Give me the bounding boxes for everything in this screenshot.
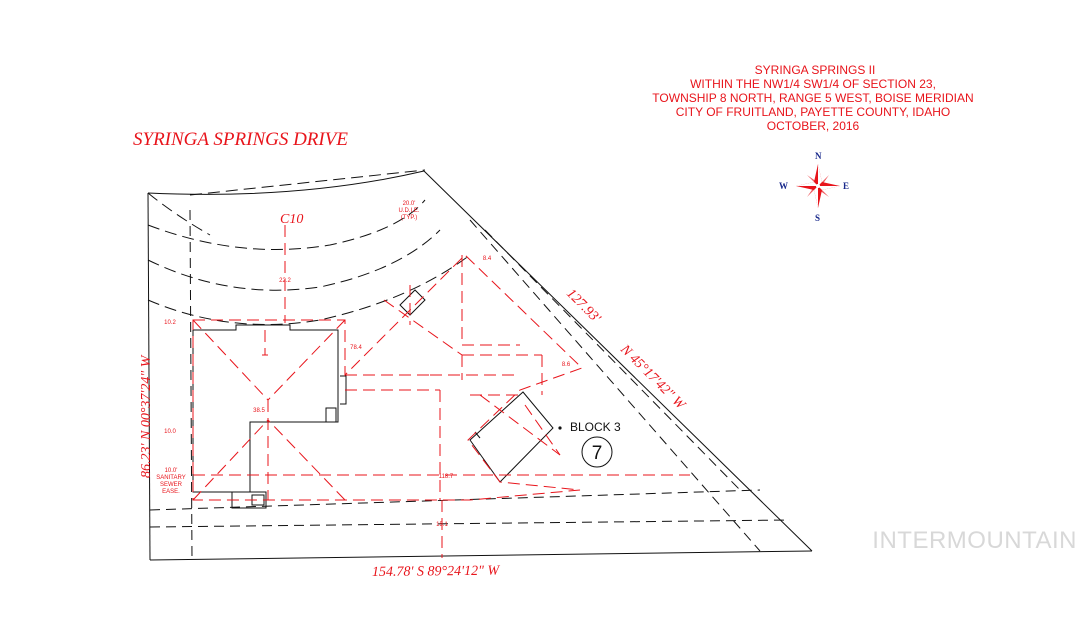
compass-e: E bbox=[843, 181, 849, 191]
udie-line-2: U.D.I.E. bbox=[398, 208, 419, 214]
compass-icon: N S E W bbox=[779, 151, 849, 223]
dim-118-7: 118.7 bbox=[439, 474, 454, 480]
curve-label: C10 bbox=[280, 212, 303, 227]
block-lot-marker: BLOCK 3 7 bbox=[558, 420, 621, 468]
title-line-1: SYRINGA SPRINGS II bbox=[755, 63, 876, 77]
udie-line-3: (TYP.) bbox=[401, 215, 418, 221]
title-line-2: WITHIN THE NW1/4 SW1/4 OF SECTION 23, bbox=[690, 77, 936, 91]
title-block: SYRINGA SPRINGS II WITHIN THE NW1/4 SW1/… bbox=[652, 63, 973, 133]
lot-number: 7 bbox=[592, 443, 603, 464]
title-line-5: OCTOBER, 2016 bbox=[767, 119, 860, 133]
sewer-line-3: SEWER bbox=[160, 482, 183, 488]
sewer-line-2: SANITARY bbox=[156, 475, 185, 481]
sewer-line-4: EASE. bbox=[162, 489, 180, 495]
northeast-distance: 127.93' bbox=[563, 286, 604, 327]
dim-8-4: 8.4 bbox=[483, 256, 492, 262]
title-line-4: CITY OF FRUITLAND, PAYETTE COUNTY, IDAHO bbox=[676, 105, 950, 119]
setback-lines bbox=[149, 209, 791, 561]
block-label: BLOCK 3 bbox=[570, 420, 621, 434]
south-bearing: 154.78' S 89°24'12" W bbox=[372, 564, 501, 580]
dim-22-2: 22.2 bbox=[279, 278, 291, 284]
northeast-bearing: N 45°17'42" W bbox=[616, 342, 688, 414]
udie-note: 20.0' U.D.I.E. (TYP.) bbox=[398, 201, 419, 221]
udie-line-1: 20.0' bbox=[403, 201, 416, 207]
west-bearing: 86.23' N 00°37'24" W bbox=[139, 354, 154, 478]
compass-n: N bbox=[815, 151, 822, 161]
lot-boundary bbox=[147, 170, 813, 561]
dim-8-6: 8.6 bbox=[562, 362, 571, 368]
dim-38-5: 38.5 bbox=[253, 408, 265, 414]
sewer-line-1: 10.0' bbox=[165, 468, 178, 474]
dimension-labels: 22.2 8.4 10.2 78.4 8.6 38.5 10.0 118.7 1… bbox=[164, 256, 571, 528]
dim-15-1: 15.1 bbox=[436, 522, 448, 528]
right-of-way-lines bbox=[147, 169, 471, 325]
street-name: SYRINGA SPRINGS DRIVE bbox=[133, 129, 348, 150]
compass-w: W bbox=[779, 181, 788, 191]
roof-lines bbox=[192, 225, 690, 558]
dim-10-2: 10.2 bbox=[164, 320, 176, 326]
monument-marker bbox=[558, 426, 562, 430]
watermark: INTERMOUNTAIN bbox=[872, 527, 1077, 554]
title-line-3: TOWNSHIP 8 NORTH, RANGE 5 WEST, BOISE ME… bbox=[652, 91, 973, 105]
dim-10-0: 10.0 bbox=[164, 429, 176, 435]
dim-78-4: 78.4 bbox=[350, 345, 362, 351]
sewer-easement-note: 10.0' SANITARY SEWER EASE. bbox=[156, 468, 185, 495]
lot-circle bbox=[581, 436, 613, 468]
compass-s: S bbox=[815, 213, 820, 223]
